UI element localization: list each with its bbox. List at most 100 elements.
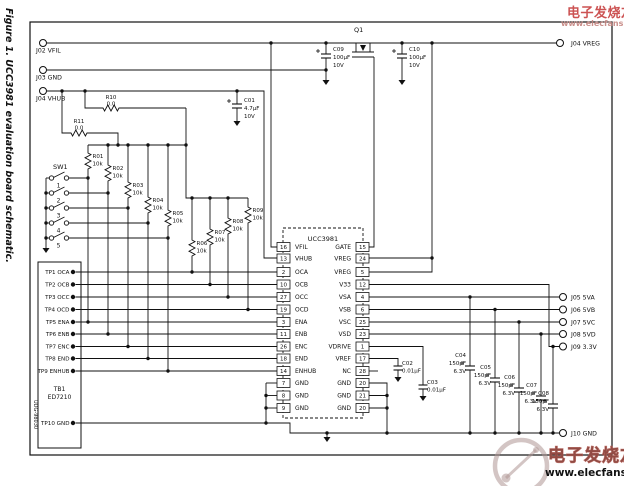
switch-terminal xyxy=(48,235,55,241)
tp-terminal xyxy=(70,282,76,287)
pin-name: GND xyxy=(337,405,351,412)
tp-terminal xyxy=(70,307,76,312)
connector-label-J04-VREG: J04 VREG xyxy=(570,41,600,48)
pin-number: 19 xyxy=(280,308,287,314)
connector-circle xyxy=(559,318,567,326)
junction-dot xyxy=(146,221,150,225)
watermark-stamp-dot xyxy=(501,473,511,483)
resistor-symbol xyxy=(104,162,112,184)
pin-number: 2 xyxy=(282,270,286,276)
junction-dot xyxy=(166,369,170,373)
connector-label-J03-GND: J03 GND xyxy=(35,75,62,82)
junction-dot xyxy=(86,320,90,324)
switch-position: 5 xyxy=(57,243,61,250)
watermark-url-stamp: www.elecfans.com xyxy=(545,467,624,479)
label-R05: R05 xyxy=(173,211,184,217)
voltage-C07: 6.3V xyxy=(524,399,537,405)
junction-dot xyxy=(184,143,188,147)
switch-terminal xyxy=(48,190,55,196)
junction-dot xyxy=(208,282,212,287)
switch-terminal xyxy=(63,220,70,226)
pin-name: ENB xyxy=(295,331,307,338)
label-R06: R06 xyxy=(197,241,208,247)
pin-number: 11 xyxy=(280,332,287,338)
switch-position: 2 xyxy=(57,198,61,205)
drawing-number: UDG-98030 xyxy=(32,400,38,429)
pin-number: 14 xyxy=(280,369,287,375)
tp-terminal xyxy=(70,319,76,325)
junction-dot xyxy=(44,221,48,225)
tp-terminal xyxy=(70,294,76,300)
pin-name: VDRIVE xyxy=(328,344,351,351)
watermark-brand-stamp: 电子发烧友 xyxy=(548,445,624,466)
junction-dot xyxy=(269,41,273,45)
connector-circle xyxy=(39,39,47,47)
pin-box xyxy=(355,242,370,252)
connector-circle xyxy=(559,293,567,301)
pin-box xyxy=(276,253,291,264)
pin-name: VSD xyxy=(338,331,351,338)
value-C01: 4.7µF xyxy=(244,106,259,112)
label-R08: R08 xyxy=(233,219,244,225)
value-R07: 10k xyxy=(215,238,226,244)
tp-terminal xyxy=(70,420,76,426)
voltage-C10: 10V xyxy=(409,63,420,69)
pin-name: VREF xyxy=(335,356,351,363)
pin-name: GND xyxy=(337,380,351,387)
pin-number: 15 xyxy=(359,245,366,251)
tp-label: TP9 ENHUB xyxy=(37,369,70,375)
label-C06: C06 xyxy=(504,375,515,381)
value-C05: 150µF xyxy=(474,373,491,379)
mosfet-arrow xyxy=(360,45,366,51)
tp-label: TP5 ENA xyxy=(45,320,70,326)
junction-dot xyxy=(493,307,497,312)
pin-number: 13 xyxy=(280,257,287,263)
junction-dot xyxy=(517,320,521,324)
junction-dot xyxy=(264,393,268,398)
label-R09: R09 xyxy=(253,208,264,214)
junction-dot xyxy=(468,295,472,299)
junction-dot xyxy=(468,431,472,435)
junction-dot xyxy=(385,393,389,398)
tp-terminal xyxy=(70,356,76,361)
junction-dot xyxy=(44,236,48,240)
pin-box xyxy=(355,279,370,290)
junction-dot xyxy=(246,307,250,312)
junction-dot xyxy=(517,431,521,435)
switch-position: 4 xyxy=(57,228,61,235)
pin-box xyxy=(355,353,370,364)
connector-label-J08-5VD: J08 5VD xyxy=(570,332,596,339)
junction-dot xyxy=(324,68,328,72)
schematic-border xyxy=(29,21,613,456)
junction-dot xyxy=(83,89,87,93)
voltage-C01: 10V xyxy=(244,114,255,120)
wire xyxy=(270,43,277,248)
resistor-symbol xyxy=(164,207,172,229)
junction-dot xyxy=(126,344,130,349)
junction-dot xyxy=(324,41,328,45)
wire xyxy=(75,422,560,434)
junction-dot xyxy=(539,431,543,435)
ground-symbol xyxy=(233,121,241,126)
pin-name: END xyxy=(295,356,308,363)
pin-name: VFIL xyxy=(295,244,308,251)
label-R01: R01 xyxy=(93,154,104,160)
pin-name: GND xyxy=(295,393,309,400)
pin-name: V33 xyxy=(339,282,351,289)
pin-name: VREG xyxy=(334,269,351,276)
connector-circle xyxy=(39,66,47,74)
pin-number: 20 xyxy=(359,381,366,387)
pin-name: GND xyxy=(295,380,309,387)
label-C04: C04 xyxy=(455,353,466,359)
switch-terminal xyxy=(63,205,70,211)
wire xyxy=(369,382,388,433)
label-C08: C08 xyxy=(538,391,549,397)
switch-terminal xyxy=(48,205,55,211)
resistor-symbol xyxy=(244,204,252,226)
pin-name: OCB xyxy=(295,282,308,289)
pin-number: 10 xyxy=(280,283,287,289)
pin-number: 3 xyxy=(282,320,286,326)
value-C10: 100µF xyxy=(409,55,426,61)
watermark-brand-top: 电子发烧友 xyxy=(567,6,624,21)
